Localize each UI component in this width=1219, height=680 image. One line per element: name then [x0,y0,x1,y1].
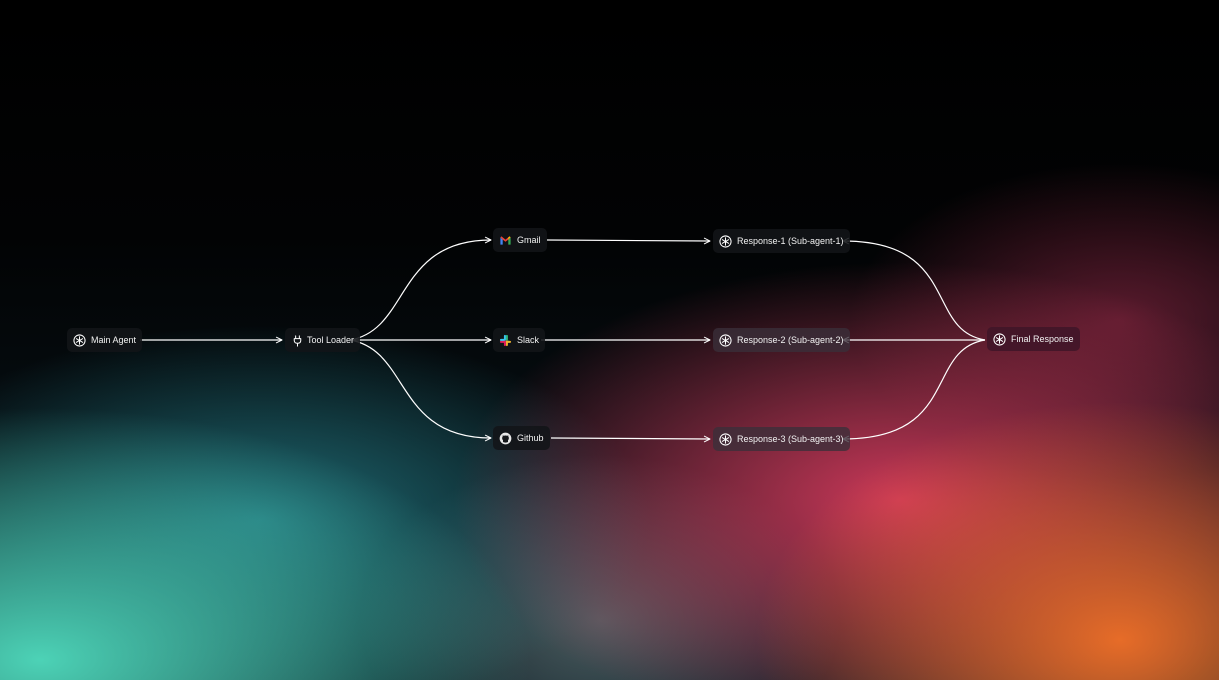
edge-final-to-response3 [842,339,986,443]
node-label: Response-1 (Sub-agent-1) [737,236,844,246]
node-response-1[interactable]: Response-1 (Sub-agent-1) [713,229,850,253]
node-main-agent[interactable]: Main Agent [67,328,143,352]
agent-icon [993,332,1006,346]
agent-icon [73,333,86,347]
edge-gmail-to-response1 [546,237,711,245]
node-label: Response-3 (Sub-agent-3) [737,434,844,444]
edge-github-to-response3 [550,435,711,443]
agent-icon [719,234,732,248]
node-response-2[interactable]: Response-2 (Sub-agent-2) [713,328,850,352]
node-final-response[interactable]: Final Response [987,327,1080,351]
node-tool-loader[interactable]: Tool Loader [285,328,361,352]
node-label: Final Response [1011,334,1074,344]
node-label: Response-2 (Sub-agent-2) [737,335,844,345]
slack-icon [499,334,512,347]
node-slack[interactable]: Slack [493,328,546,352]
node-response-3[interactable]: Response-3 (Sub-agent-3) [713,427,850,451]
plug-icon [291,334,304,347]
edge-toolloader-to-github [349,339,492,442]
gmail-icon [499,234,512,247]
agent-icon [719,333,732,347]
node-label: Github [517,433,544,443]
edge-toolloader-to-gmail [349,236,492,341]
agent-icon [719,432,732,446]
node-label: Slack [517,335,540,345]
node-github[interactable]: Github [493,426,550,450]
node-gmail[interactable]: Gmail [493,228,547,252]
node-label: Gmail [517,235,541,245]
github-icon [499,432,512,445]
node-label: Main Agent [91,335,137,345]
node-label: Tool Loader [307,335,355,345]
edge-final-to-response1 [842,237,986,341]
